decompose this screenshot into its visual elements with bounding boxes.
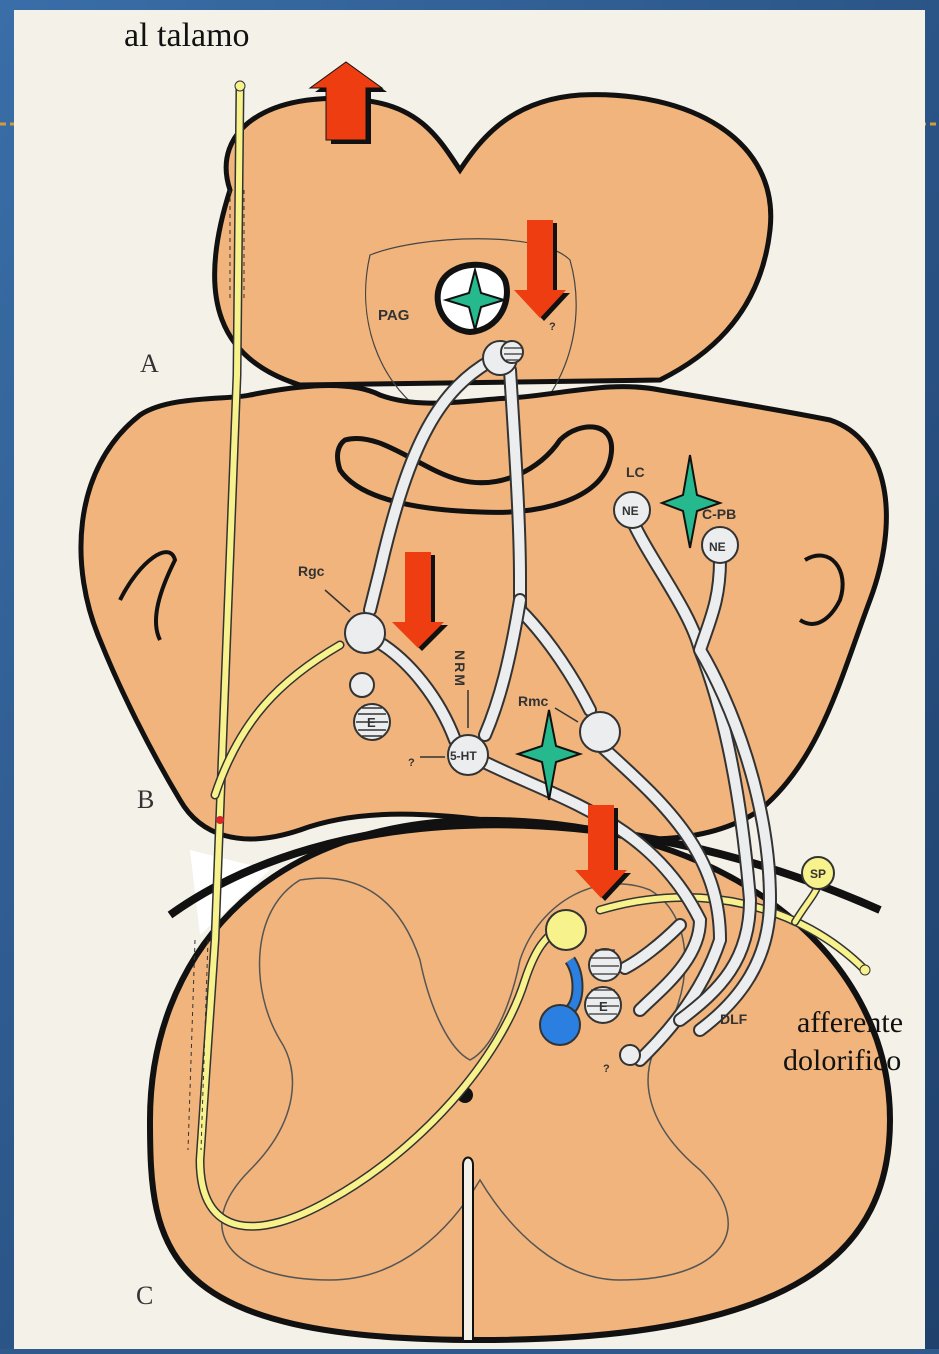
label-afferente: afferente — [797, 1006, 903, 1039]
blue-interneuron — [540, 1005, 580, 1045]
label-rmc: Rmc — [518, 693, 549, 709]
label-c-pb: C-PB — [702, 506, 736, 522]
enkephalin-dendrite — [350, 673, 374, 697]
ventral-fissure — [463, 1158, 473, 1341]
label-ne-2: NE — [709, 540, 726, 554]
label-question-2: ? — [408, 757, 415, 769]
dlf-terminal — [620, 1045, 640, 1065]
afferent-terminal — [860, 965, 870, 975]
enkephalin-neuron-cord — [589, 949, 621, 981]
label-5-ht: 5-HT — [450, 749, 477, 763]
label-sp: SP — [810, 867, 826, 881]
midbrain-section — [215, 95, 771, 385]
red-dot-marker — [216, 816, 224, 824]
label-question-1: ? — [549, 321, 556, 333]
label-ne-1: NE — [622, 504, 639, 518]
rmc-neuron — [580, 712, 620, 752]
pons-section — [81, 386, 886, 839]
rgc-neuron — [345, 613, 385, 653]
label-rgc: Rgc — [298, 563, 325, 579]
label-nrm: NRM — [452, 650, 468, 688]
label-pag: PAG — [378, 307, 409, 324]
label-al-talamo: al talamo — [124, 17, 250, 54]
label-section-a: A — [140, 349, 159, 378]
label-e-1: E — [367, 715, 376, 730]
label-dlf: DLF — [720, 1011, 748, 1027]
projection-neuron-yellow — [546, 910, 586, 950]
label-dolorifico: dolorifico — [783, 1044, 901, 1077]
tract-terminal-top — [235, 81, 245, 91]
label-section-c: C — [136, 1281, 153, 1310]
label-question-3: ? — [603, 1063, 610, 1075]
label-section-b: B — [137, 785, 154, 814]
label-e-2: E — [599, 999, 608, 1014]
label-lc: LC — [626, 464, 645, 480]
